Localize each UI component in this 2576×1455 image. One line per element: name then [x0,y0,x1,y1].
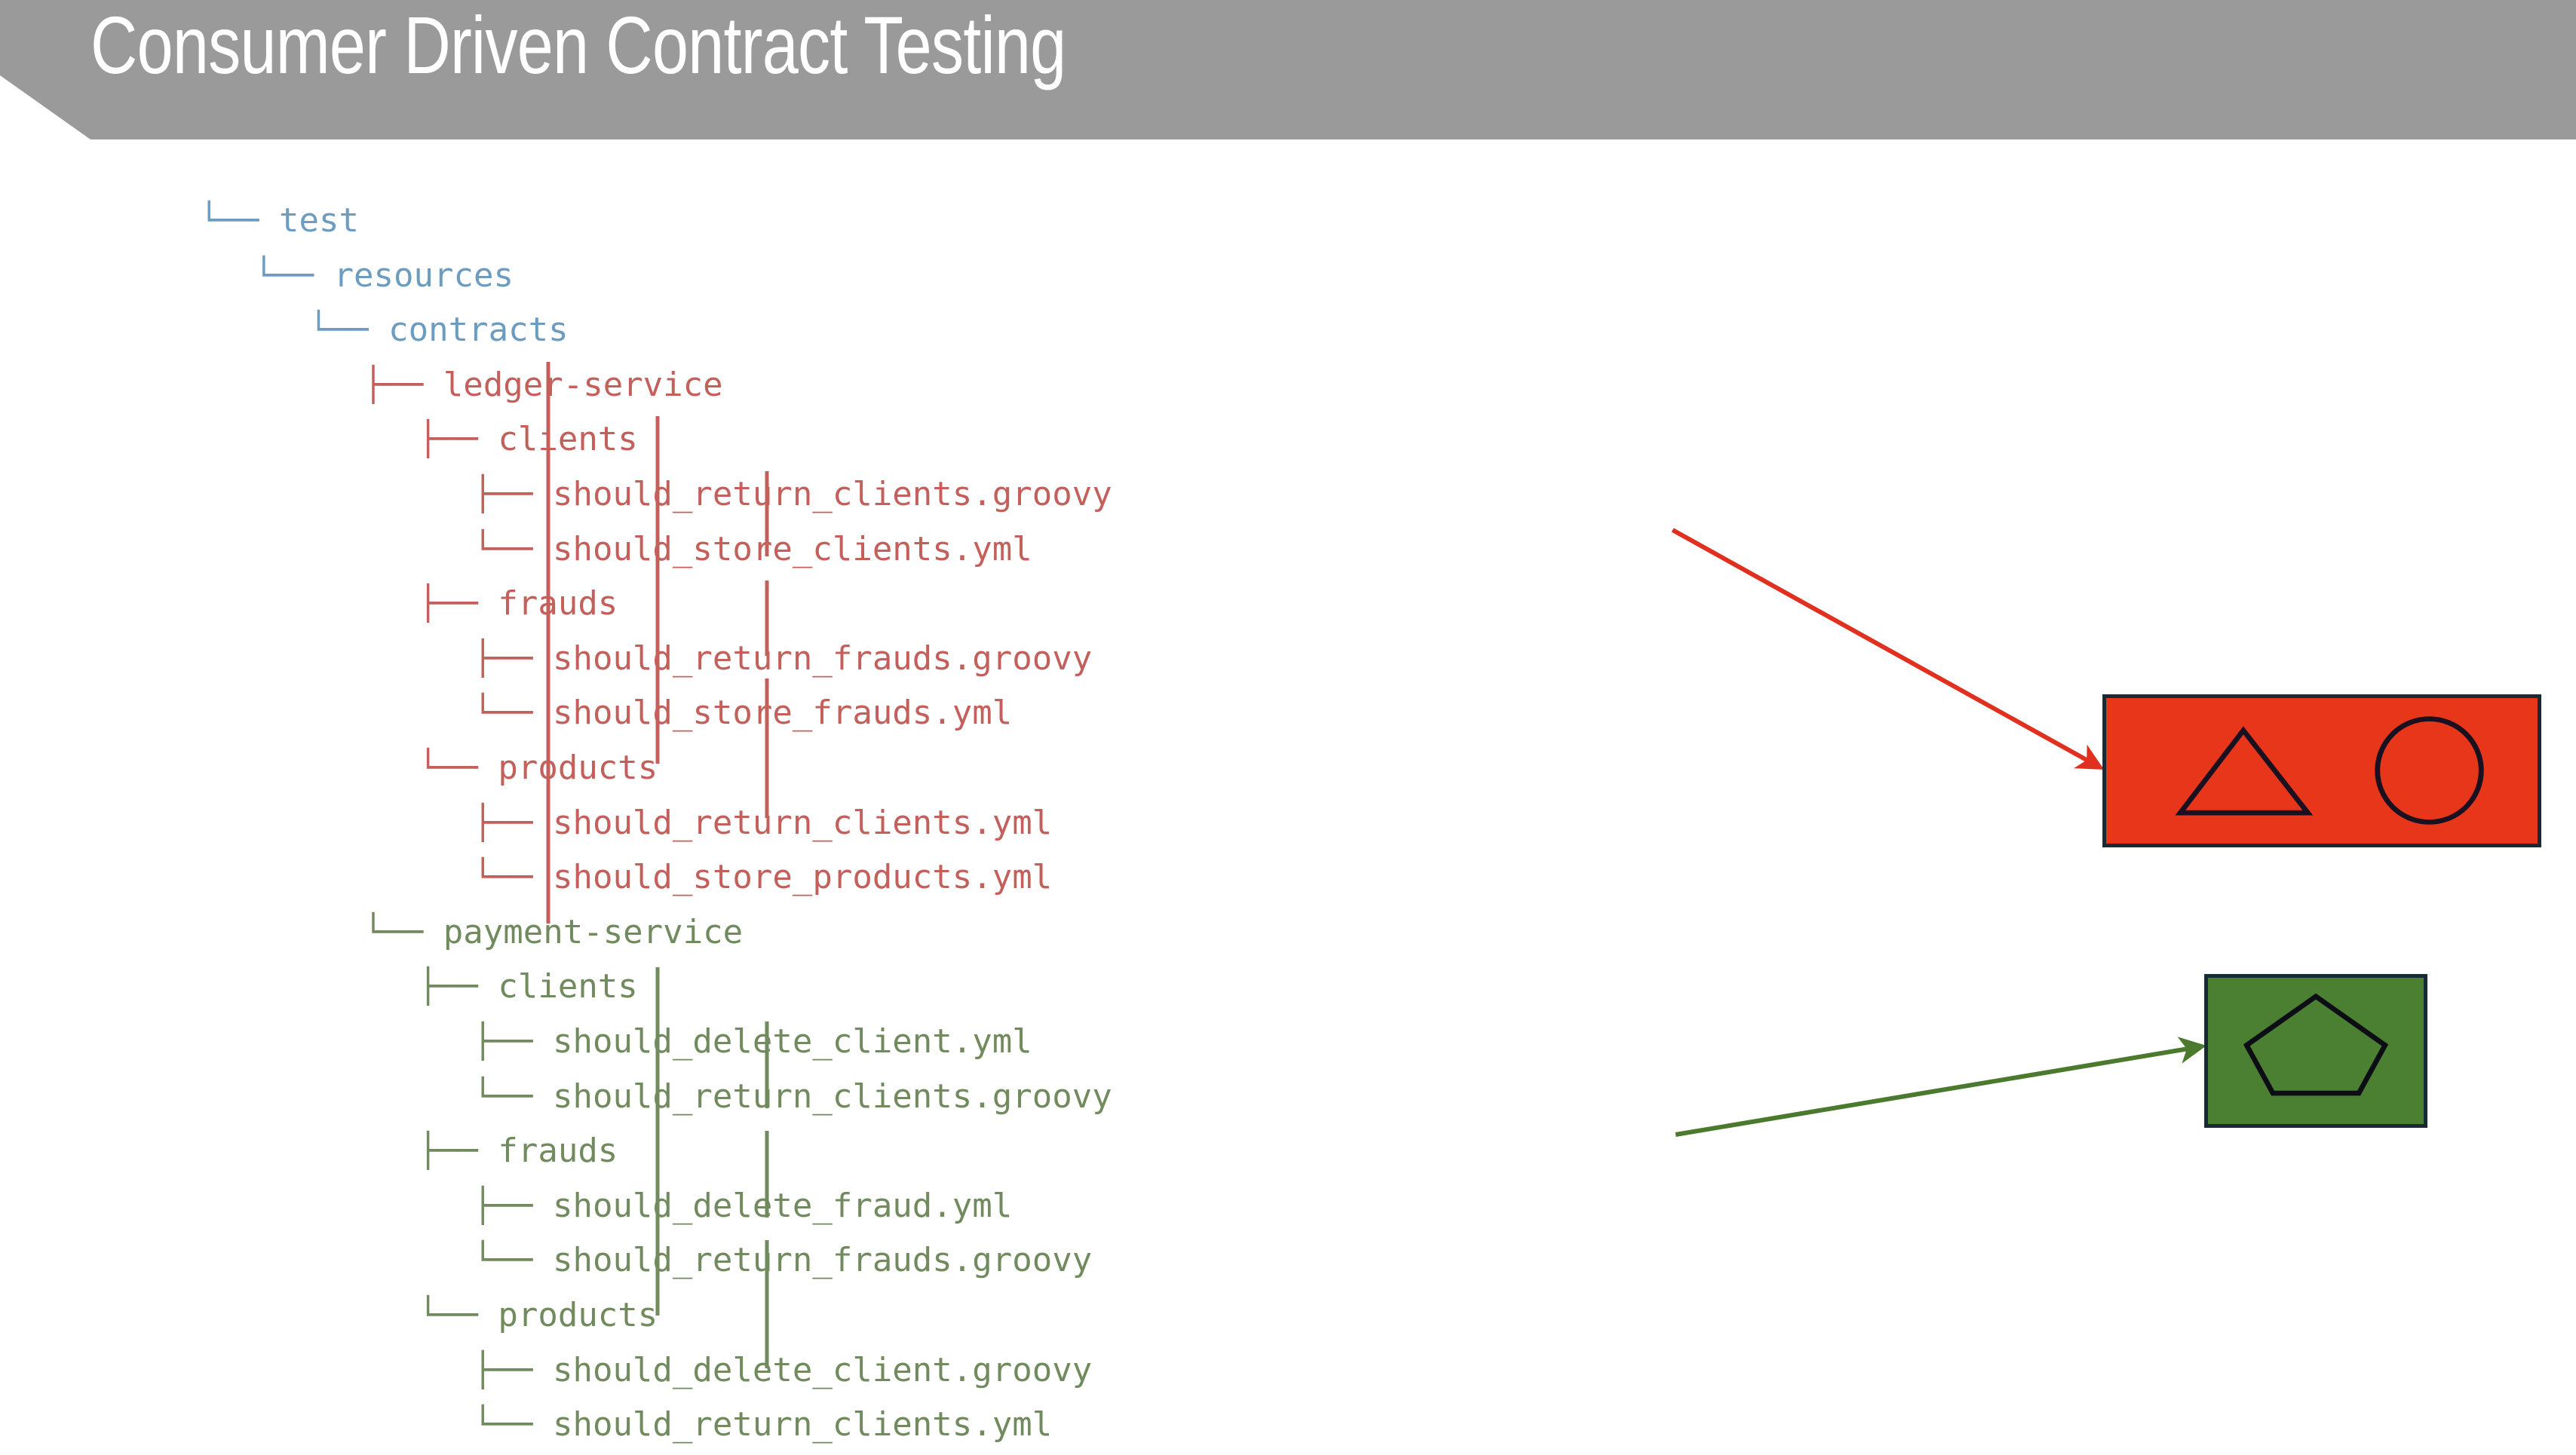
tree-connector-icon: ├── [473,1186,553,1225]
tree-node-frauds: ├── frauds [418,1135,618,1168]
tree-node-label: products [498,749,658,787]
tree-connector-icon: ├── [473,803,553,842]
tree-node-label: resources [333,256,514,295]
tree-connector-icon: ├── [418,584,498,623]
tree-node-should-store-clients-yml: └── should_store_clients.yml [473,529,1032,568]
tree-connector-icon: ├── [473,639,553,678]
tree-connector-icon: ├── [473,1022,553,1061]
tree-node-frauds: ├── frauds [418,587,618,620]
tree-node-should-store-products-yml: └── should_store_products.yml [473,861,1052,894]
tree-connector-icon: └── [473,529,553,568]
tree-node-label: should_delete_client.yml [552,1022,1032,1061]
tree-connector-icon: └── [308,311,389,350]
tree-connector-icon: └── [363,912,443,951]
tree-node-contracts: └── contracts [308,314,568,347]
tree-node-label: contracts [388,311,569,350]
tree-node-should-return-clients-yml: └── should_return_clients.yml [473,1408,1052,1441]
tree-node-label: test [278,201,359,240]
tree-node-should-return-clients-groovy: ├── should_return_clients.groovy [473,478,1112,511]
tree-node-ledger-service: ├── ledger-service [363,365,723,404]
tree-connector-icon: └── [199,201,279,240]
tree-node-label: should_return_clients.yml [552,803,1053,842]
tree-node-label: should_store_clients.yml [552,529,1032,568]
tree-node-test: └── test [199,204,359,237]
tree-node-label: frauds [498,584,618,623]
page-title: Consumer Driven Contract Testing [90,0,1066,90]
tree-node-label: clients [498,420,638,459]
tree-node-label: should_store_products.yml [552,858,1053,897]
tree-connector-icon: └── [253,256,334,295]
tree-connector-icon: ├── [418,420,498,459]
tree-node-label: payment-service [443,912,744,951]
tree-node-clients: ├── clients [418,970,637,1003]
green-callout-box [2204,974,2427,1128]
tree-connector-icon: ├── [363,365,443,404]
tree-connector-icon: └── [473,1241,553,1280]
pentagon-shape [2243,993,2389,1096]
tree-connector-icon: └── [473,1405,553,1444]
tree-connector-icon: ├── [473,475,553,513]
tree-node-should-return-frauds-groovy: └── should_return_frauds.groovy [473,1244,1092,1277]
tree-node-label: should_return_clients.groovy [552,1077,1112,1116]
tree-node-should-return-frauds-groovy: ├── should_return_frauds.groovy [473,642,1092,675]
tree-node-label: clients [498,967,638,1006]
tree-node-label: should_delete_client.groovy [552,1350,1093,1389]
tree-node-products: └── products [418,1299,658,1332]
tree-node-label: products [498,1296,658,1334]
tree-connector-icon: ├── [418,967,498,1006]
tree-node-should-store-frauds-yml: └── should_store_frauds.yml [473,697,1012,730]
slide-header-bar [0,0,2576,139]
tree-node-label: should_return_clients.groovy [552,475,1112,513]
tree-connector-icon: └── [418,749,498,787]
tree-node-payment-service: └── payment-service [363,912,744,951]
tree-node-should-delete-fraud-yml: ├── should_delete_fraud.yml [473,1186,1013,1225]
tree-node-should-delete-client-yml: ├── should_delete_client.yml [473,1025,1032,1058]
tree-node-clients: ├── clients [418,423,637,456]
circle-shape [2375,716,2484,825]
tree-node-label: should_delete_fraud.yml [552,1186,1013,1225]
tree-node-should-return-clients-groovy: └── should_return_clients.groovy [473,1080,1112,1113]
tree-node-label: should_store_frauds.yml [552,694,1013,733]
tree-node-resources: └── resources [254,259,514,293]
tree-connector-icon: └── [473,694,553,733]
tree-node-should-delete-client-groovy: ├── should_delete_client.groovy [473,1350,1093,1389]
tree-connector-icon: ├── [418,1132,498,1171]
triangle-shape [2175,726,2314,816]
tree-node-products: └── products [418,752,658,785]
tree-node-label: should_return_frauds.groovy [552,1241,1093,1280]
tree-node-label: ledger-service [443,365,723,404]
tree-node-label: should_return_clients.yml [552,1405,1053,1444]
tree-connector-icon: └── [418,1296,498,1334]
tree-connector-icon: └── [473,1077,553,1116]
tree-connector-icon: ├── [473,1350,553,1389]
tree-node-label: frauds [498,1132,618,1171]
tree-node-label: should_return_frauds.groovy [552,639,1093,678]
tree-connector-icon: └── [473,858,553,897]
tree-node-should-return-clients-yml: ├── should_return_clients.yml [473,803,1053,842]
red-callout-box [2102,694,2541,847]
